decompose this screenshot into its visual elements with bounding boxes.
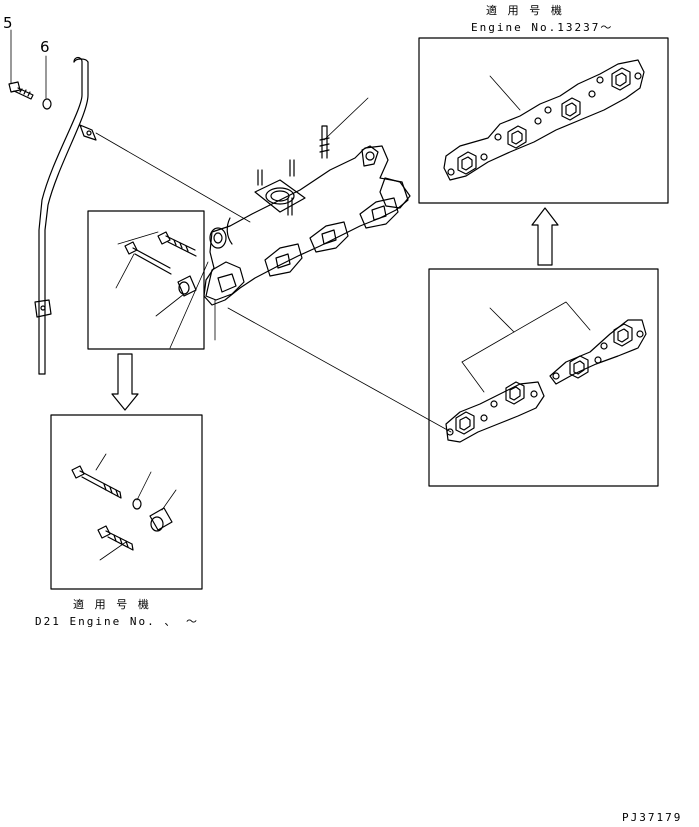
arrow-up <box>531 207 559 266</box>
gasket-new <box>443 59 645 181</box>
applicable-label-bottom: 適 用 号 機 <box>73 598 151 611</box>
serial-bottom: D21 Engine No. 、 ～ <box>35 615 199 628</box>
detail-box-new-gasket <box>418 37 669 204</box>
bolt-5 <box>8 81 34 100</box>
callout-5: 5 <box>3 14 13 32</box>
detail-box-old-gaskets <box>428 268 659 487</box>
exhaust-manifold <box>203 125 411 341</box>
leader-gasket <box>227 307 452 433</box>
applicable-label-top: 適 用 号 機 <box>486 4 564 17</box>
detail-box-alt-bolts <box>50 414 203 590</box>
detail1-parts <box>115 231 197 317</box>
leader-stud <box>323 97 369 141</box>
washer-6 <box>42 98 52 110</box>
leader-box-1 <box>169 261 209 349</box>
drawing-code: PJ37179 <box>622 811 683 824</box>
gasket-old <box>445 301 647 443</box>
arrow-down <box>111 353 139 411</box>
serial-top: Engine No.13237～ <box>471 21 614 34</box>
guide-pipe <box>34 56 97 375</box>
callout-6: 6 <box>40 38 50 56</box>
detail-box-bolts <box>87 210 205 350</box>
leader-clamp <box>95 132 251 223</box>
detail2-parts <box>71 453 177 561</box>
